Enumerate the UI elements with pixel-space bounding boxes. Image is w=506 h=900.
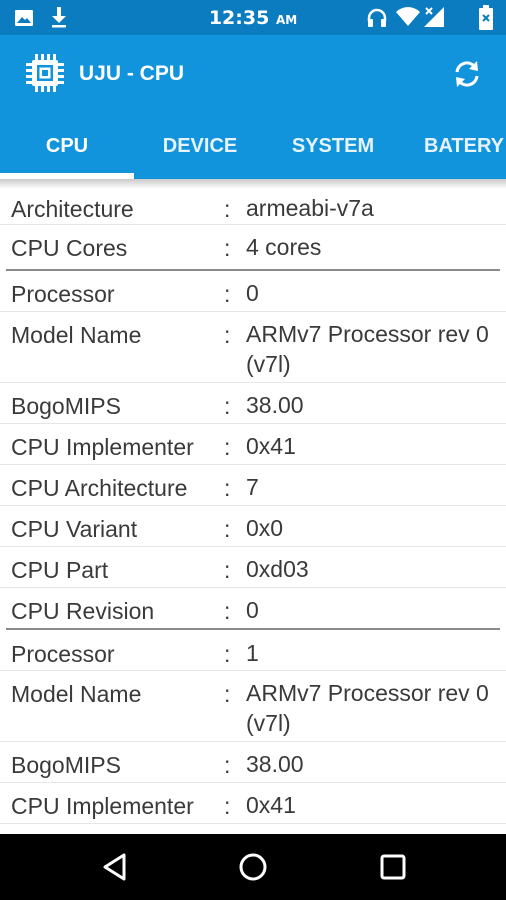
info-row-bogomips: BogoMIPS : 38.00 xyxy=(0,742,506,783)
tab-bar: CPU DEVICE SYSTEM BATERY xyxy=(0,128,506,179)
row-separator: : xyxy=(224,235,231,261)
row-value: 0x41 xyxy=(246,792,296,818)
row-label: Architecture xyxy=(11,196,134,222)
row-separator: : xyxy=(224,598,231,624)
info-row-processor: Processor : 1 xyxy=(0,630,506,671)
row-label: CPU Revision xyxy=(11,598,155,624)
info-row-model-name: Model Name : ARMv7 Processor rev 0 (v7l) xyxy=(0,312,506,383)
info-row-processor: Processor : 0 xyxy=(0,271,506,312)
row-value: ARMv7 Processor rev 0 (v7l) xyxy=(246,321,489,377)
info-row-cpu-architecture: CPU Architecture : 7 xyxy=(0,465,506,506)
row-value: 0x0 xyxy=(246,515,284,541)
info-row-cpu-variant: CPU Variant : 0x0 xyxy=(0,506,506,547)
info-row-cpu-implementer: CPU Implementer : 0x41 xyxy=(0,783,506,824)
active-tab-indicator xyxy=(0,173,134,179)
image-notification-icon xyxy=(15,10,33,26)
row-label: Processor xyxy=(11,641,115,667)
info-row-architecture: Architecture : armeabi-v7a xyxy=(0,179,506,225)
row-separator: : xyxy=(224,516,231,542)
row-value: 0 xyxy=(246,280,259,306)
row-separator: : xyxy=(224,393,231,419)
row-label: CPU Part xyxy=(11,557,109,583)
cpu-info-list[interactable]: Architecture : armeabi-v7a CPU Cores : 4… xyxy=(0,179,506,834)
row-separator: : xyxy=(224,434,231,460)
row-label: CPU Variant xyxy=(11,516,138,542)
row-separator: : xyxy=(224,793,231,819)
refresh-icon[interactable] xyxy=(450,57,484,91)
status-bar: 12:35 AM xyxy=(0,0,506,35)
info-row-cpu-revision: CPU Revision : 0 xyxy=(6,588,500,630)
info-row-bogomips: BogoMIPS : 38.00 xyxy=(0,383,506,424)
row-label: BogoMIPS xyxy=(11,393,121,419)
row-value: 0x41 xyxy=(246,433,296,459)
tab-batery[interactable]: BATERY xyxy=(424,135,504,157)
system-navigation-bar xyxy=(0,834,506,900)
app-bar: UJU - CPU CPU DEVICE SYSTEM BATERY xyxy=(0,35,506,179)
row-label: Model Name xyxy=(11,322,142,348)
appbar-shadow xyxy=(0,179,506,189)
row-separator: : xyxy=(224,322,231,348)
row-separator: : xyxy=(224,681,231,707)
row-value: ARMv7 Processor rev 0 (v7l) xyxy=(246,680,489,736)
row-label: CPU Implementer xyxy=(11,793,194,819)
info-row-cpu-part: CPU Part : 0xd03 xyxy=(0,547,506,588)
row-value: 1 xyxy=(246,640,259,666)
back-icon[interactable] xyxy=(100,851,132,883)
signal-icon xyxy=(424,7,444,27)
app-title: UJU - CPU xyxy=(79,62,185,85)
row-label: Processor xyxy=(11,281,115,307)
row-value: 0xd03 xyxy=(246,556,309,582)
headset-icon xyxy=(367,8,387,27)
row-value: 4 cores xyxy=(246,234,322,260)
row-separator: : xyxy=(224,752,231,778)
wifi-icon xyxy=(396,7,420,27)
tab-system[interactable]: SYSTEM xyxy=(291,135,375,157)
tab-device[interactable]: DEVICE xyxy=(162,135,238,157)
row-value: 0 xyxy=(246,597,259,623)
row-label: BogoMIPS xyxy=(11,752,121,778)
row-label: CPU Implementer xyxy=(11,434,194,460)
home-icon[interactable] xyxy=(237,851,269,883)
row-separator: : xyxy=(224,475,231,501)
row-label: CPU Cores xyxy=(11,235,128,261)
row-separator: : xyxy=(224,281,231,307)
row-label: Model Name xyxy=(11,681,142,707)
tab-cpu[interactable]: CPU xyxy=(45,135,89,157)
battery-icon xyxy=(479,5,493,30)
row-value: 38.00 xyxy=(246,392,304,418)
row-separator: : xyxy=(224,196,231,222)
info-row-cpu-implementer: CPU Implementer : 0x41 xyxy=(0,424,506,465)
row-value: armeabi-v7a xyxy=(246,195,374,221)
info-row-model-name: Model Name : ARMv7 Processor rev 0 (v7l) xyxy=(0,671,506,742)
row-label: CPU Architecture xyxy=(11,475,188,501)
row-separator: : xyxy=(224,557,231,583)
status-time: 12:35 AM xyxy=(208,7,298,29)
row-value: 38.00 xyxy=(246,751,304,777)
cpu-chip-icon xyxy=(26,54,64,92)
info-row-cpu-cores: CPU Cores : 4 cores xyxy=(6,225,500,271)
recents-icon[interactable] xyxy=(377,851,409,883)
row-separator: : xyxy=(224,641,231,667)
row-value: 7 xyxy=(246,474,259,500)
download-notification-icon xyxy=(52,7,66,28)
